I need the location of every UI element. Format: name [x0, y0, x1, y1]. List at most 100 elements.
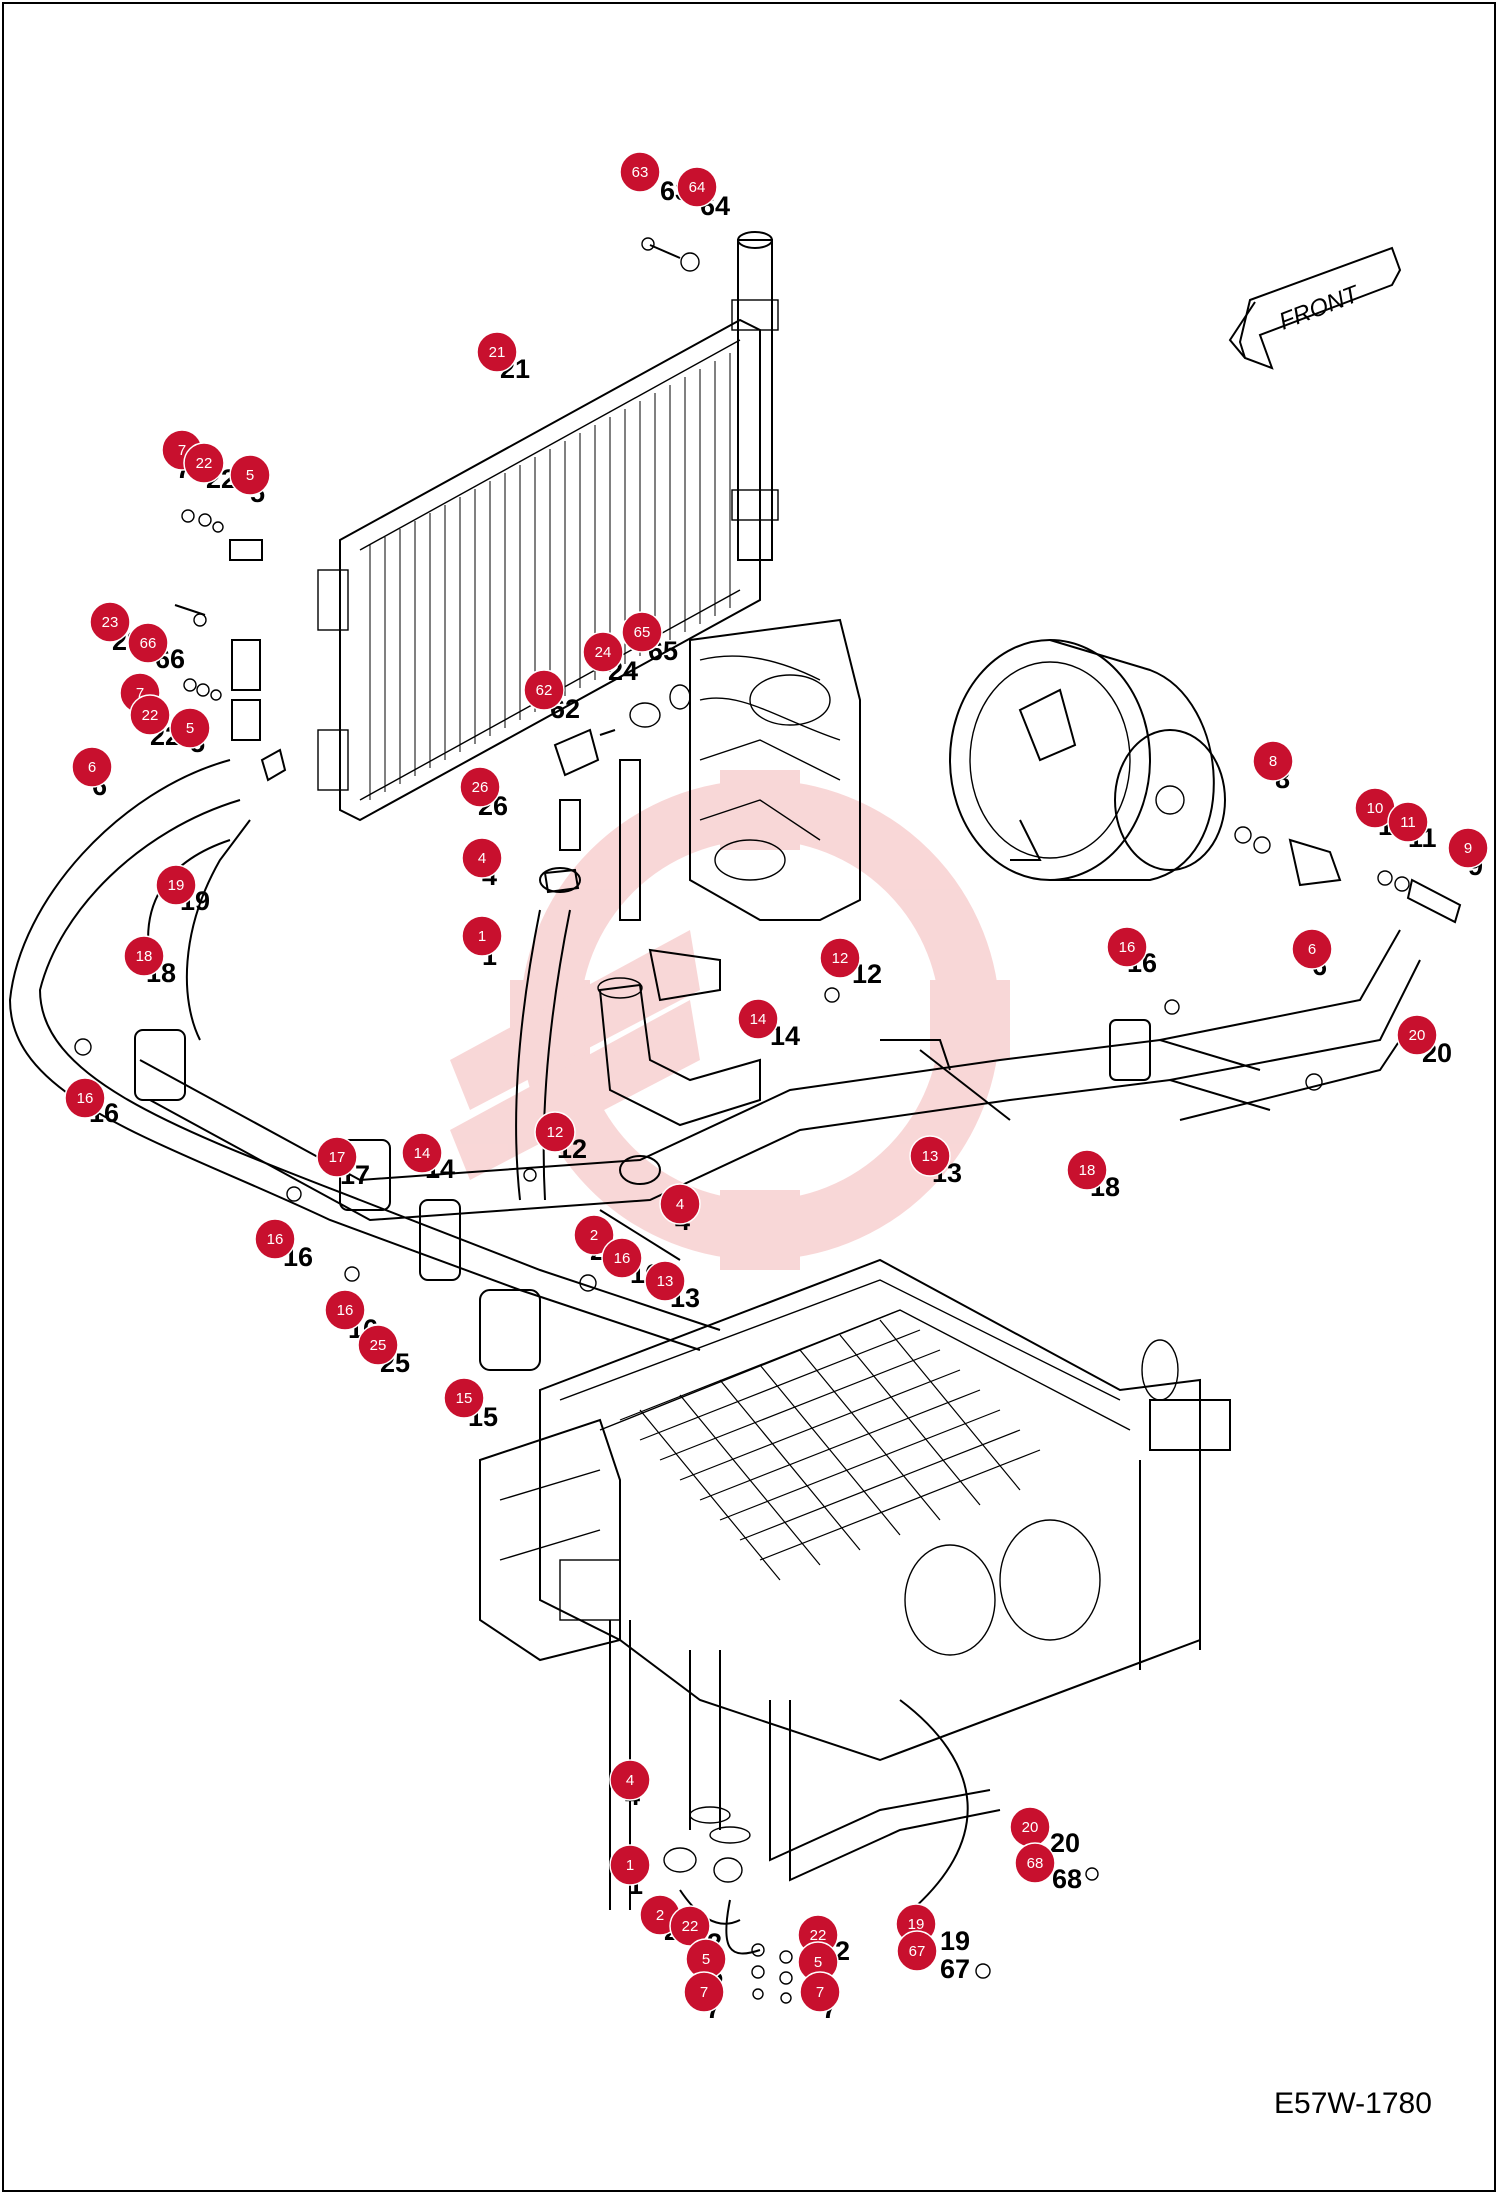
callout-badge-circle[interactable] [619, 151, 661, 193]
callout-badge-circle[interactable] [799, 1971, 841, 2013]
callout-badge[interactable]: 64 [676, 166, 718, 208]
callout-badge-circle[interactable] [534, 1111, 576, 1153]
callout-badge[interactable]: 16 [324, 1289, 366, 1331]
callout-badge[interactable]: 1 [461, 915, 503, 957]
callout-badge[interactable]: 13 [644, 1260, 686, 1302]
callout-badge-circle[interactable] [1106, 926, 1148, 968]
callout-badge[interactable]: 1 [609, 1844, 651, 1886]
callout-badge-circle[interactable] [644, 1260, 686, 1302]
callout-badge-circle[interactable] [523, 669, 565, 711]
callout-badge[interactable]: 21 [476, 331, 518, 373]
callout-badge[interactable]: 6 [71, 746, 113, 788]
callout-badge-circle[interactable] [89, 601, 131, 643]
callout-badge[interactable]: 7 [683, 1971, 725, 2013]
callout-badge[interactable]: 25 [357, 1324, 399, 1366]
callout-badge-circle[interactable] [609, 1759, 651, 1801]
callout-badge[interactable]: 68 [1014, 1842, 1056, 1884]
callout-badge[interactable]: 4 [659, 1183, 701, 1225]
callout-badge-circle[interactable] [1447, 827, 1489, 869]
callout-badge-circle[interactable] [1291, 928, 1333, 970]
callout-badge[interactable]: 26 [459, 766, 501, 808]
callout-badge-circle[interactable] [169, 707, 211, 749]
callout-badge[interactable]: 6 [1291, 928, 1333, 970]
callout-badge-circle[interactable] [64, 1077, 106, 1119]
callout-badge-circle[interactable] [1014, 1842, 1056, 1884]
callout-badge[interactable]: 4 [609, 1759, 651, 1801]
callout-badge[interactable]: 63 [619, 151, 661, 193]
callout-badge-circle[interactable] [1066, 1149, 1108, 1191]
callout-badge[interactable]: 7 [799, 1971, 841, 2013]
callout-badge-circle[interactable] [573, 1214, 615, 1256]
callout-badge[interactable]: 22 [669, 1905, 711, 1947]
callout-badge-circle[interactable] [254, 1218, 296, 1260]
callout-badge-circle[interactable] [1396, 1014, 1438, 1056]
callout-badge[interactable]: 16 [601, 1237, 643, 1279]
callout-badge-circle[interactable] [443, 1377, 485, 1419]
callout-badge-circle[interactable] [129, 694, 171, 736]
callout-badge-circle[interactable] [909, 1135, 951, 1177]
callout-badge[interactable]: 8 [1252, 740, 1294, 782]
callout-badge-circle[interactable] [476, 331, 518, 373]
callout-badge-circle[interactable] [127, 622, 169, 664]
callout-badge-circle[interactable] [819, 937, 861, 979]
callout-badge-circle[interactable] [621, 611, 663, 653]
callout-badge[interactable]: 18 [1066, 1149, 1108, 1191]
callout-badge[interactable]: 24 [582, 631, 624, 673]
callout-badge[interactable]: 12 [534, 1111, 576, 1153]
callout-badge-circle[interactable] [316, 1136, 358, 1178]
callout-badge[interactable]: 2 [573, 1214, 615, 1256]
callout-badge[interactable]: 20 [1009, 1806, 1051, 1848]
callout-badge-circle[interactable] [123, 935, 165, 977]
callout-badge-circle[interactable] [461, 837, 503, 879]
callout-badge-number: 62 [536, 682, 553, 699]
callout-badge[interactable]: 16 [64, 1077, 106, 1119]
callout-badge[interactable]: 16 [1106, 926, 1148, 968]
callout-badge[interactable]: 67 [896, 1930, 938, 1972]
callout-badge[interactable]: 5 [169, 707, 211, 749]
callout-badge-number: 1 [626, 1857, 634, 1874]
callout-badge-circle[interactable] [324, 1289, 366, 1331]
callout-badge-circle[interactable] [737, 998, 779, 1040]
callout-badge[interactable]: 20 [1396, 1014, 1438, 1056]
callout-badge[interactable]: 62 [523, 669, 565, 711]
callout-badge[interactable]: 4 [461, 837, 503, 879]
callout-badge[interactable]: 15 [443, 1377, 485, 1419]
callout-badge-circle[interactable] [1387, 801, 1429, 843]
callout-badge-circle[interactable] [676, 166, 718, 208]
callout-badge-circle[interactable] [683, 1971, 725, 2013]
callout-badge-circle[interactable] [609, 1844, 651, 1886]
callout-badge-circle[interactable] [461, 915, 503, 957]
callout-badge-circle[interactable] [71, 746, 113, 788]
callout-badge-number: 22 [142, 707, 159, 724]
callout-badge[interactable]: 18 [123, 935, 165, 977]
callout-badge[interactable]: 66 [127, 622, 169, 664]
callout-badge[interactable]: 5 [797, 1941, 839, 1983]
callout-badge[interactable]: 9 [1447, 827, 1489, 869]
callout-badge-circle[interactable] [459, 766, 501, 808]
callout-badge-circle[interactable] [401, 1132, 443, 1174]
callout-badge-number: 16 [337, 1302, 354, 1319]
callout-badge-circle[interactable] [896, 1930, 938, 1972]
callout-badge[interactable]: 14 [737, 998, 779, 1040]
callout-badge[interactable]: 65 [621, 611, 663, 653]
callout-badge-circle[interactable] [601, 1237, 643, 1279]
callout-badge[interactable]: 14 [401, 1132, 443, 1174]
callout-badge[interactable]: 11 [1387, 801, 1429, 843]
callout-badge-circle[interactable] [229, 454, 271, 496]
callout-badge-circle[interactable] [357, 1324, 399, 1366]
callout-badge[interactable]: 19 [155, 864, 197, 906]
callout-badge[interactable]: 16 [254, 1218, 296, 1260]
callout-badge-circle[interactable] [155, 864, 197, 906]
misc-bolts [74, 987, 1323, 1292]
callout-badge-circle[interactable] [582, 631, 624, 673]
callout-badge[interactable]: 5 [229, 454, 271, 496]
callout-badge[interactable]: 22 [129, 694, 171, 736]
callout-badge[interactable]: 13 [909, 1135, 951, 1177]
callout-badge-circle[interactable] [183, 442, 225, 484]
callout-badge-circle[interactable] [1252, 740, 1294, 782]
callout-badge-circle[interactable] [659, 1183, 701, 1225]
callout-badge[interactable]: 12 [819, 937, 861, 979]
callout-badge[interactable]: 23 [89, 601, 131, 643]
callout-badge[interactable]: 17 [316, 1136, 358, 1178]
callout-badge[interactable]: 22 [183, 442, 225, 484]
